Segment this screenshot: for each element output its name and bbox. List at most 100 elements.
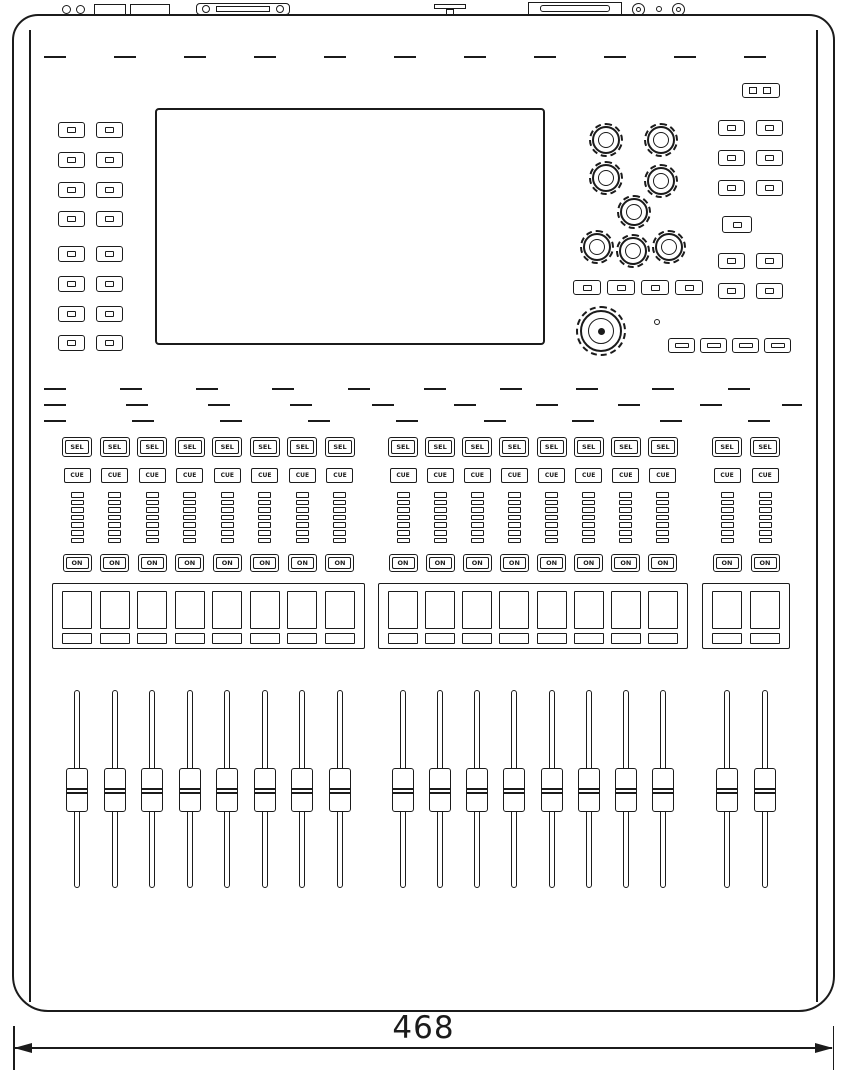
meter-segment <box>220 499 234 506</box>
channel-display-sub <box>462 633 493 644</box>
fader-cap-groove <box>216 788 239 790</box>
channel-display <box>137 591 168 629</box>
panel-seam-dashes <box>44 404 802 406</box>
cue-button: CUE <box>288 468 316 483</box>
meter-segment <box>507 522 521 528</box>
fader-cap <box>540 768 563 812</box>
meter-segment <box>183 499 197 506</box>
fader-cap-groove <box>253 792 276 794</box>
on-button <box>750 554 780 572</box>
on-button-label: ON <box>465 557 489 569</box>
meter-segment <box>220 492 234 498</box>
rotary-knob-inner <box>653 173 669 189</box>
left-panel-button-dot <box>105 216 114 222</box>
meter-segment <box>720 530 734 536</box>
usb-port-pin-icon <box>749 87 757 94</box>
rear-jack-icon <box>675 6 681 12</box>
fader-cap-groove <box>466 788 489 790</box>
channel-display <box>62 591 92 629</box>
sel-button <box>573 437 604 457</box>
sel-button <box>249 437 280 457</box>
channel-display <box>712 591 742 629</box>
right-panel-button-dot <box>765 288 774 294</box>
left-panel-button-dot <box>105 127 114 133</box>
sel-button-label: SEL <box>215 440 240 454</box>
on-button-label: ON <box>253 557 277 569</box>
meter-segment <box>183 514 197 521</box>
meter-segment <box>507 507 521 513</box>
meter-segment <box>145 530 159 536</box>
meter-segment <box>619 537 633 544</box>
meter-segment <box>333 492 347 498</box>
soft-key-button-bar <box>674 343 689 348</box>
knob-row-button <box>641 280 669 295</box>
left-panel-button-dot <box>105 281 114 287</box>
meter-segment <box>433 530 447 536</box>
fader-cap <box>291 768 314 812</box>
meter-segment <box>470 492 484 498</box>
sel-button <box>137 437 168 457</box>
meter-segment <box>70 507 84 513</box>
channel-display <box>249 591 280 629</box>
on-button-label: ON <box>178 557 202 569</box>
rear-connector-screw-icon <box>202 5 210 13</box>
rear-connector-slot <box>216 6 270 12</box>
rotary-knob <box>620 198 648 226</box>
fader-cap-groove <box>754 792 776 794</box>
sel-button <box>610 437 641 457</box>
cue-button: CUE <box>213 468 241 483</box>
fader-cap <box>754 768 776 812</box>
sel-button <box>647 437 678 457</box>
meter-segment <box>433 514 447 521</box>
on-button <box>712 554 742 572</box>
on-button <box>287 554 317 572</box>
meter-segment <box>470 507 484 513</box>
meter-segment <box>758 507 772 513</box>
fader-cap-groove <box>291 792 314 794</box>
dimension-width-label: 468 <box>392 1010 455 1046</box>
main-encoder-inner <box>588 318 614 344</box>
fader-cap <box>141 768 164 812</box>
usb-port-pin-icon <box>763 87 771 94</box>
channel-display <box>647 591 678 629</box>
rear-jack-icon <box>631 2 645 16</box>
channel-display-sub <box>647 633 678 644</box>
fader-cap-groove <box>577 788 600 790</box>
fader-cap <box>466 768 489 812</box>
sel-button <box>536 437 567 457</box>
on-button <box>499 554 529 572</box>
fader-cap <box>178 768 201 812</box>
soft-key-button <box>700 338 727 353</box>
meter-segment <box>582 522 596 528</box>
meter-segment <box>720 499 734 506</box>
meter-segment <box>145 537 159 544</box>
rotary-knob-inner <box>598 132 614 148</box>
meter-segment <box>758 530 772 536</box>
left-panel-button <box>58 152 85 168</box>
meter-segment <box>507 499 521 506</box>
right-panel-button-dot <box>727 185 736 191</box>
left-panel-button <box>96 211 123 227</box>
meter-segment <box>108 492 122 498</box>
meter-segment <box>470 499 484 506</box>
channel-display-sub <box>425 633 456 644</box>
rotary-knob <box>647 126 675 154</box>
on-button-label: ON <box>428 557 452 569</box>
sel-button-label: SEL <box>465 440 490 454</box>
meter-segment <box>70 499 84 506</box>
left-panel-button-dot <box>67 127 76 133</box>
rear-connector-frame <box>196 3 290 15</box>
meter-segment <box>220 514 234 521</box>
meter-segment <box>220 522 234 528</box>
meter-segment <box>507 514 521 521</box>
channel-display-sub <box>62 633 92 644</box>
meter-segment <box>720 537 734 544</box>
meter-segment <box>582 507 596 513</box>
fader-cap <box>216 768 239 812</box>
meter-segment <box>108 522 122 528</box>
channel-display-group-frame <box>52 583 365 649</box>
right-panel-button-dot <box>765 155 774 161</box>
sel-button <box>388 437 418 457</box>
right-panel-button <box>756 150 783 166</box>
sel-button <box>174 437 205 457</box>
